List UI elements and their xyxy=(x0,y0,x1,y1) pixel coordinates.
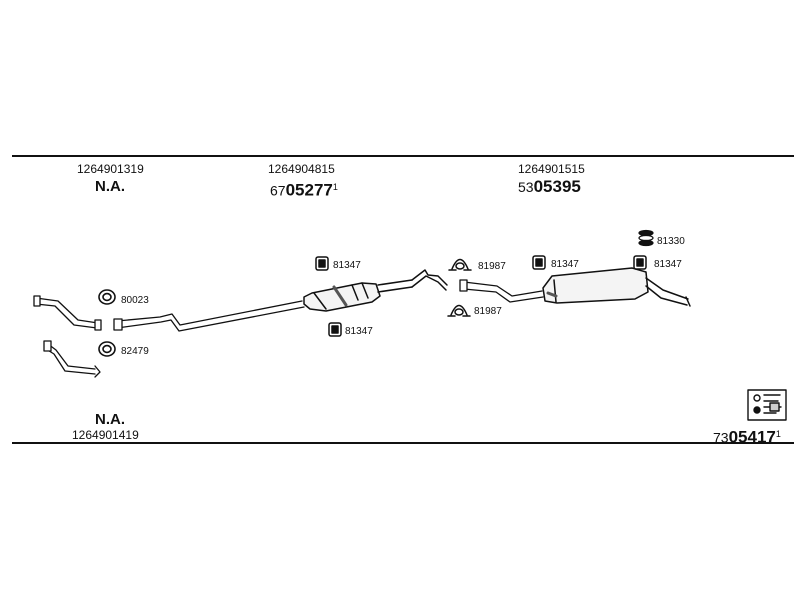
part-hanger-rear-left: 81347 xyxy=(551,259,579,270)
part-hanger-mid-bottom: 81347 xyxy=(345,326,373,337)
middle-silencer xyxy=(303,269,448,312)
ref-lower-pipe: 1264901419 xyxy=(72,428,139,442)
rubber-hanger-icon xyxy=(315,256,329,271)
front-pipe-upper xyxy=(33,295,102,331)
top-divider xyxy=(12,155,794,157)
part-gasket-lower: 82479 xyxy=(121,346,149,357)
ref-rear-section: 1264901515 xyxy=(518,162,585,176)
status-front-pipe: N.A. xyxy=(95,178,125,195)
part-clamp-top: 81987 xyxy=(478,261,506,272)
kit-number: 73054171 xyxy=(713,427,781,447)
number-rear-section: 5305395 xyxy=(518,177,581,196)
part-hanger-mid-top: 81347 xyxy=(333,260,361,271)
clamp-icon xyxy=(448,258,472,271)
rear-silencer xyxy=(542,267,691,307)
rubber-hanger-icon xyxy=(633,255,647,270)
gasket-ring-icon xyxy=(98,341,116,357)
rubber-stack-icon xyxy=(638,229,654,247)
intermediate-pipe xyxy=(113,300,305,332)
bottom-divider xyxy=(12,442,794,444)
mounting-kit-icon xyxy=(747,389,787,421)
part-gasket-front: 80023 xyxy=(121,295,149,306)
ref-middle-section: 1264904815 xyxy=(268,162,335,176)
clamp-icon xyxy=(447,304,471,317)
part-hanger-rear-right: 81347 xyxy=(654,259,682,270)
part-clamp-bottom: 81987 xyxy=(474,306,502,317)
rear-pipe xyxy=(459,279,544,303)
part-rubber-stack: 81330 xyxy=(657,236,685,247)
rubber-hanger-icon xyxy=(532,255,546,270)
ref-front-pipe: 1264901319 xyxy=(77,162,144,176)
number-middle-section: 67052771 xyxy=(270,180,338,200)
front-pipe-lower xyxy=(43,340,101,378)
status-lower-pipe: N.A. xyxy=(95,411,125,428)
gasket-ring-icon xyxy=(98,289,116,305)
rubber-hanger-icon xyxy=(328,322,342,337)
